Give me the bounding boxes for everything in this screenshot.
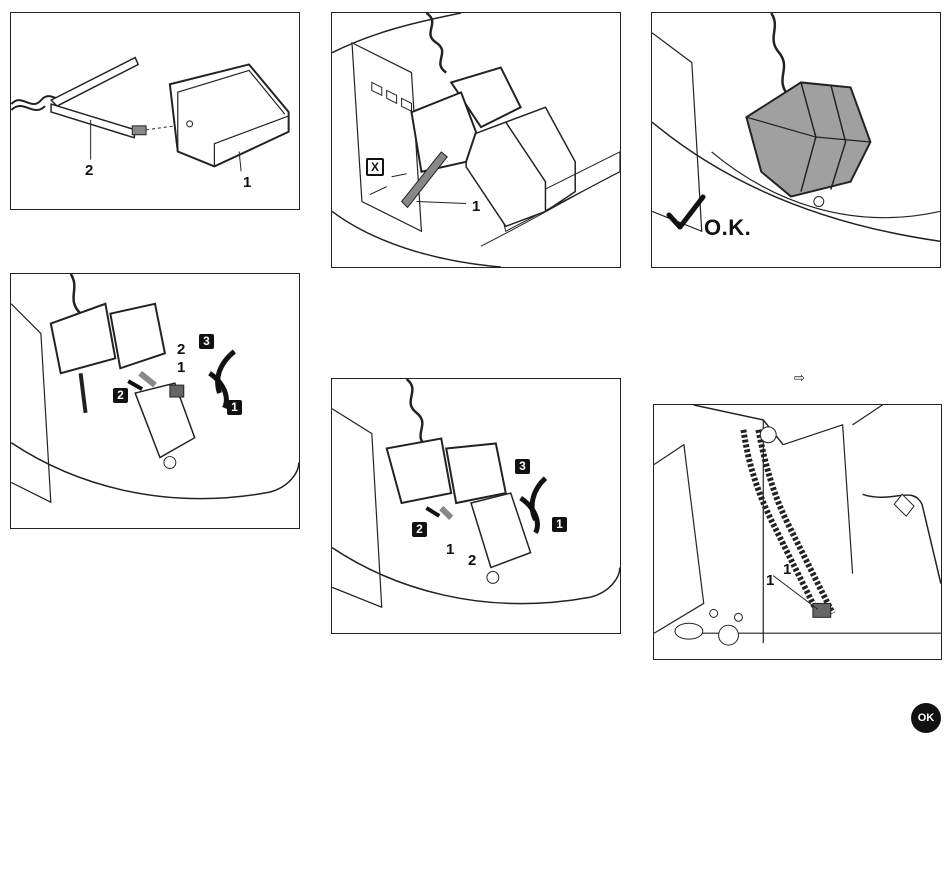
gap-x-marker: X <box>366 158 384 176</box>
figure-panel-ok: O.K. <box>651 12 941 268</box>
figure-panel-steps-a: 3 2 1 2 1 <box>10 273 300 529</box>
callout-pin: 1 <box>472 199 480 214</box>
step-badge-2: 2 <box>412 522 427 537</box>
cable-routing-illustration <box>654 405 941 659</box>
figure-panel-plug-cable: 2 1 <box>10 12 300 210</box>
checkmark-icon <box>666 193 706 233</box>
plug-cable-illustration <box>11 13 299 209</box>
callout-a: 1 <box>766 573 774 588</box>
callout-cable: 2 <box>85 163 93 178</box>
callout-b: 1 <box>783 562 791 577</box>
ok-badge-icon: OK <box>911 703 941 733</box>
callout-socket: 2 <box>468 553 476 568</box>
steps-illustration-a <box>11 274 299 528</box>
arrow-right-icon: ⇨ <box>794 372 805 385</box>
plug-gap-illustration <box>332 13 620 267</box>
figure-panel-interior: 1 1 <box>653 404 942 660</box>
callout-plug: 1 <box>243 175 251 190</box>
callout-pin: 2 <box>177 342 185 357</box>
figure-panel-steps-b: 3 2 1 1 2 <box>331 378 621 634</box>
step-badge-3: 3 <box>515 459 530 474</box>
callout-socket: 1 <box>177 360 185 375</box>
ok-label: O.K. <box>704 215 751 241</box>
step-badge-1: 1 <box>552 517 567 532</box>
figure-panel-gap: X 1 <box>331 12 621 268</box>
step-badge-2: 2 <box>113 388 128 403</box>
step-badge-3: 3 <box>199 334 214 349</box>
step-badge-1: 1 <box>227 400 242 415</box>
steps-illustration-b <box>332 379 620 633</box>
callout-pin: 1 <box>446 542 454 557</box>
